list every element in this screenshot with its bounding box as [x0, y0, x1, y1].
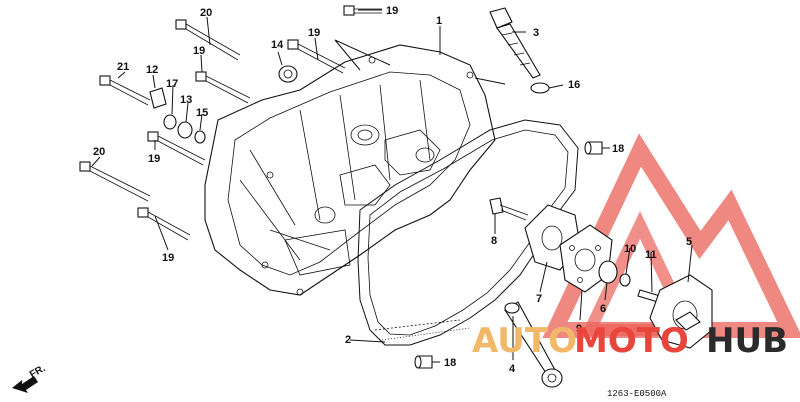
- part-14-bearing: [278, 65, 298, 83]
- part-6-seal: [598, 260, 618, 284]
- callout-20-top: 20: [200, 7, 212, 19]
- dowel-pin-lower: [414, 355, 433, 369]
- part-15-o-ring: [194, 130, 206, 144]
- callout-7: 7: [536, 293, 542, 305]
- bolt-19-bottom: [137, 207, 191, 241]
- bolt-19-mid: [287, 39, 346, 74]
- watermark-hub: HUB: [706, 321, 788, 361]
- leader-lines: [91, 9, 693, 363]
- callout-18-upper: 18: [612, 143, 624, 155]
- callout-19-bottom: 19: [162, 252, 174, 264]
- watermark-moto: MOTO: [574, 321, 689, 361]
- right-crankcase-cover: [204, 44, 496, 296]
- callout-17: 17: [166, 78, 178, 90]
- callout-14: 14: [271, 39, 284, 51]
- part-10-washer: [619, 273, 631, 287]
- callout-16: 16: [568, 79, 580, 91]
- callout-21: 21: [117, 61, 129, 73]
- callout-19-lower: 19: [148, 153, 160, 165]
- part-8-shaft: [489, 197, 529, 221]
- part-4-lever-arm: [504, 301, 563, 388]
- part-17-washer: [163, 114, 177, 130]
- callout-19-top: 19: [386, 5, 398, 17]
- bolt-19-lower: [147, 131, 206, 166]
- callout-2: 2: [345, 334, 351, 346]
- bolt-20-top: [175, 19, 241, 61]
- callout-10: 10: [624, 243, 636, 255]
- callout-12: 12: [146, 64, 158, 76]
- cover-gasket: [357, 119, 579, 346]
- arrow-icon: [12, 376, 38, 393]
- part-5-outer-cover: [649, 274, 713, 349]
- callout-5: 5: [686, 236, 692, 248]
- callout-1: 1: [436, 15, 442, 27]
- callout-20-lower: 20: [93, 146, 105, 158]
- callout-13: 13: [180, 94, 192, 106]
- callout-8: 8: [491, 235, 497, 247]
- callout-19-mid: 19: [308, 27, 320, 39]
- callout-19-left: 19: [193, 45, 205, 57]
- callout-11: 11: [645, 249, 657, 261]
- filler-o-ring: [530, 82, 550, 94]
- watermark-auto: AUTO: [472, 321, 577, 361]
- bolt-19-top: [343, 5, 382, 16]
- callout-18-lower: 18: [444, 357, 456, 369]
- callout-15: 15: [196, 107, 208, 119]
- bolt-20-lower: [79, 161, 151, 202]
- bolt-21: [99, 75, 151, 106]
- callout-6: 6: [600, 303, 606, 315]
- callout-4: 4: [509, 363, 516, 375]
- watermark-text: AUTO MOTO HUB: [472, 321, 788, 361]
- callout-labels: 1 2 3 4 5 6 7 8 9 10 11 12 13 14 15 16 1…: [93, 5, 692, 375]
- part-13-seal: [177, 121, 193, 139]
- front-direction-indicator: FR.: [12, 363, 48, 393]
- oil-filler-cap: [489, 7, 541, 79]
- dowel-pin-upper: [584, 141, 603, 155]
- bolt-19-left: [195, 71, 251, 104]
- callout-3: 3: [533, 27, 539, 39]
- part-12-plug: [149, 87, 167, 109]
- direction-label: FR.: [28, 363, 48, 381]
- diagram-part-code: 1263-E0500A: [607, 389, 667, 399]
- callout-9: 9: [576, 323, 582, 335]
